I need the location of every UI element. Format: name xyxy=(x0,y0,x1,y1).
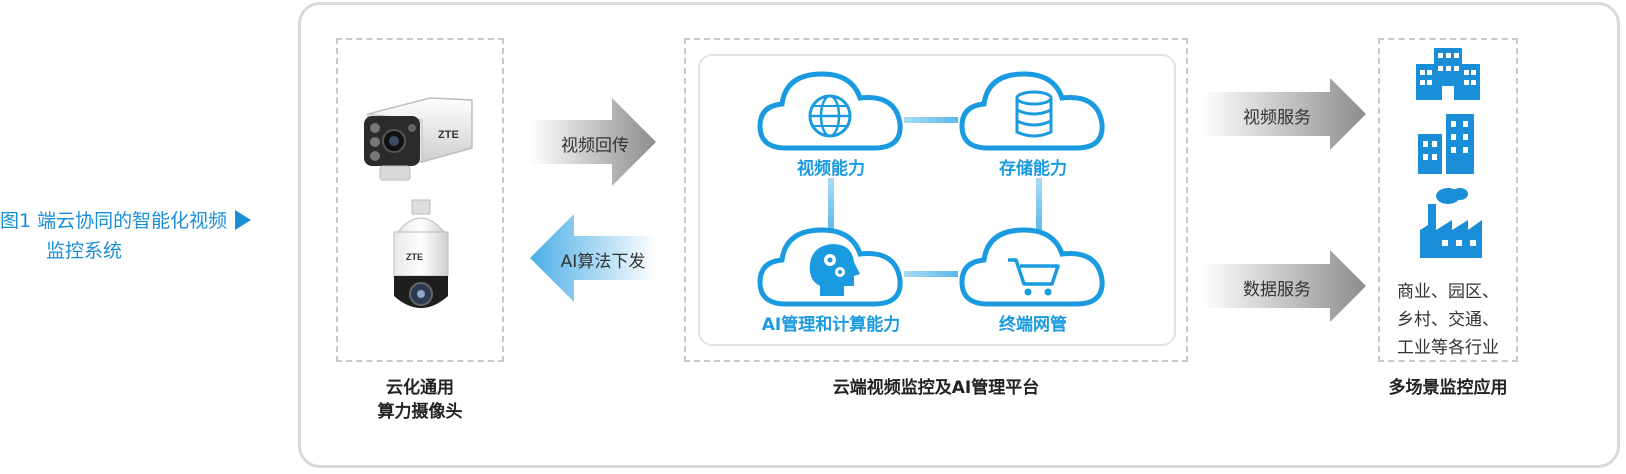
data-service-label: 数据服务 xyxy=(1243,280,1311,300)
platform-inner-panel xyxy=(698,54,1176,346)
node-terminal-label: 终端网管 xyxy=(999,315,1067,335)
video-cloud-icon xyxy=(757,71,903,151)
caption-line2: 监控系统 xyxy=(46,240,123,262)
video-service-label: 视频服务 xyxy=(1243,108,1311,128)
video-service-arrow-icon xyxy=(1202,78,1366,150)
industry-line3: 工业等各行业 xyxy=(1397,338,1499,358)
industry-list: 商业、园区、 乡村、交通、 工业等各行业 xyxy=(1378,278,1518,362)
camera-label: 云化通用 算力摄像头 xyxy=(336,376,504,424)
camera-box xyxy=(336,38,504,362)
camera-brand-logo: ZTE xyxy=(438,129,459,141)
connector-bottom xyxy=(904,271,958,277)
connector-right xyxy=(1036,178,1042,234)
application-label: 多场景监控应用 xyxy=(1388,378,1508,398)
node-ai-label: AI管理和计算能力 xyxy=(761,315,901,335)
connector-top xyxy=(904,117,958,123)
download-arrow-icon xyxy=(530,214,656,302)
storage-cloud-icon xyxy=(959,71,1105,151)
factory-icon xyxy=(1420,188,1482,258)
platform-box xyxy=(684,38,1188,362)
connector-left xyxy=(828,178,834,234)
industry-line1: 商业、园区、 xyxy=(1397,282,1499,302)
industry-line2: 乡村、交通、 xyxy=(1397,310,1499,330)
ai-cloud-icon xyxy=(757,227,903,307)
system-frame xyxy=(298,2,1620,468)
figure-caption: 图1 端云协同的智能化视频 监控系统 xyxy=(0,206,290,266)
caption-pointer-icon xyxy=(235,210,252,230)
office-building-icon xyxy=(1418,114,1474,174)
node-storage-label: 存储能力 xyxy=(999,159,1067,179)
node-video-label: 视频能力 xyxy=(797,159,865,179)
download-label: AI算法下发 xyxy=(560,252,646,272)
camera-label-line1: 云化通用 xyxy=(386,378,454,398)
caption-line1: 图1 端云协同的智能化视频 xyxy=(0,210,228,232)
application-box xyxy=(1378,38,1518,362)
svg-text:ZTE: ZTE xyxy=(406,252,423,262)
upload-arrow-icon xyxy=(530,98,656,186)
upload-label: 视频回传 xyxy=(561,136,629,156)
bullet-camera-icon: ZTE xyxy=(364,97,473,181)
data-service-arrow-icon xyxy=(1202,250,1366,322)
commercial-building-icon xyxy=(1416,48,1480,100)
camera-label-line2: 算力摄像头 xyxy=(377,402,463,422)
terminal-cloud-icon xyxy=(959,227,1105,307)
dome-camera-icon: ZTE xyxy=(393,199,449,308)
platform-label: 云端视频监控及AI管理平台 xyxy=(832,378,1040,398)
